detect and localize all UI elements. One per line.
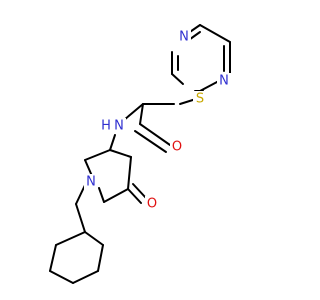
thioacetamide-chain — [123, 90, 201, 153]
atom-labels: N N S O N H N O — [84, 29, 231, 212]
molecule-canvas: N N S O N H N O — [49, 24, 231, 284]
sulfur-label: S — [196, 92, 204, 107]
pyrimidine-n-label-right: N — [219, 74, 229, 89]
amide-oxygen-label: O — [172, 140, 182, 155]
ring-nitrogen-label: N — [86, 175, 96, 190]
cyclohexylmethyl-group — [49, 182, 104, 284]
amide-nitrogen-label: N — [114, 119, 124, 134]
structure-diagram: N N S O N H N O — [49, 24, 231, 284]
lactam-oxygen-label: O — [147, 197, 157, 212]
pyrimidine-n-label-top: N — [179, 30, 189, 45]
amide-hydrogen-label: H — [101, 119, 111, 134]
pyrrolidinone-ring — [84, 134, 147, 204]
